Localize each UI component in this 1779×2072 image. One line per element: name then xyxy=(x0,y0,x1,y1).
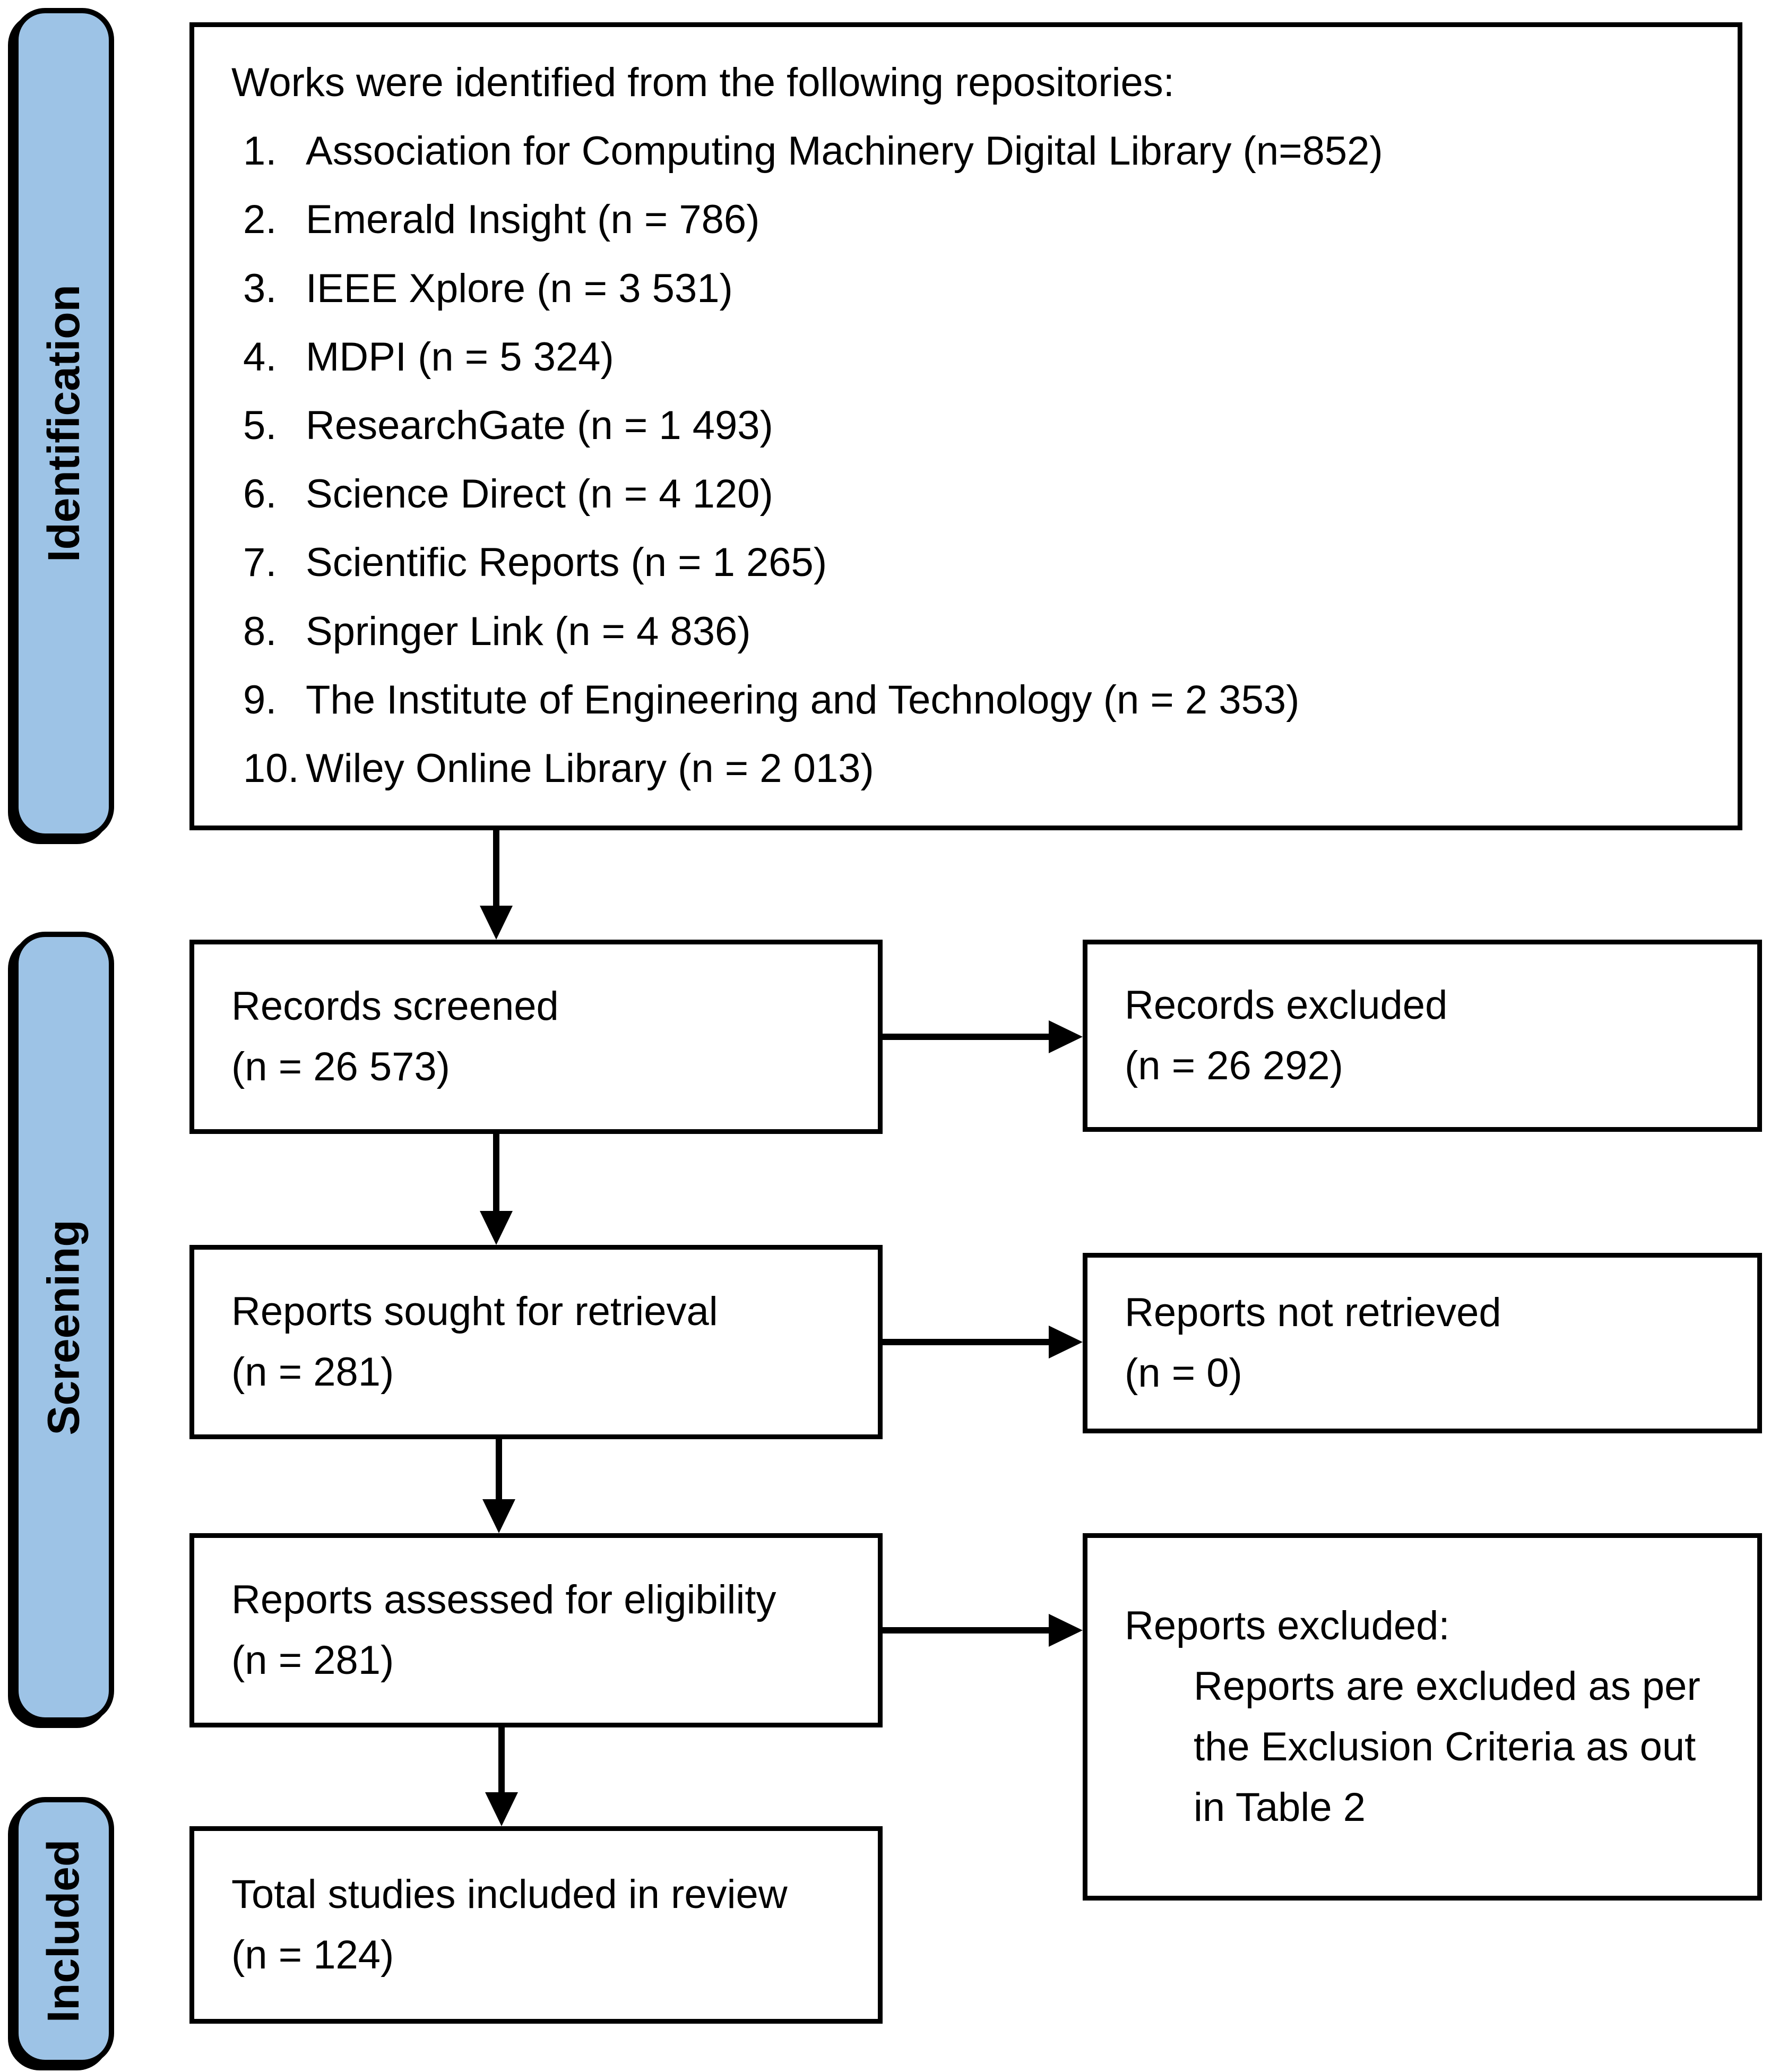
source-number: 6. xyxy=(243,471,277,517)
source-item: 9. The Institute of Engineering and Tech… xyxy=(231,666,1700,734)
reports-assessed-label: Reports assessed for eligibility xyxy=(231,1577,776,1622)
source-number: 7. xyxy=(243,540,277,586)
source-text: Scientific Reports (n = 1 265) xyxy=(306,540,827,586)
total-included-label: Total studies included in review xyxy=(231,1872,788,1917)
arrow-assessed-to-included xyxy=(498,1727,505,1794)
arrow-identification-to-screened xyxy=(493,830,499,909)
source-text: ResearchGate (n = 1 493) xyxy=(306,402,773,448)
source-number: 4. xyxy=(243,334,277,380)
reports-excluded-detail: Reports are excluded as per the Exclusio… xyxy=(1194,1664,1700,1830)
source-number: 5. xyxy=(243,402,277,448)
reports-sought-box: Reports sought for retrieval (n = 281) xyxy=(189,1245,883,1439)
source-number: 8. xyxy=(243,608,277,654)
reports-excluded-label: Reports excluded: xyxy=(1125,1603,1450,1648)
reports-sought-label: Reports sought for retrieval xyxy=(231,1289,718,1334)
source-item: 2. Emerald Insight (n = 786) xyxy=(231,185,1700,254)
source-item: 4. MDPI (n = 5 324) xyxy=(231,323,1700,391)
source-number: 10. xyxy=(243,745,299,791)
identification-sources-box: Works were identified from the following… xyxy=(189,22,1742,830)
records-excluded-count: (n = 26 292) xyxy=(1125,1043,1343,1088)
reports-sought-count: (n = 281) xyxy=(231,1349,394,1395)
stage-label-included: Included xyxy=(38,1839,89,2023)
source-text: The Institute of Engineering and Technol… xyxy=(306,677,1300,723)
total-included-count: (n = 124) xyxy=(231,1932,394,1978)
source-item: 5. ResearchGate (n = 1 493) xyxy=(231,391,1700,460)
source-text: Association for Computing Machinery Digi… xyxy=(306,128,1383,174)
records-excluded-box: Records excluded (n = 26 292) xyxy=(1083,940,1762,1132)
arrow-assessed-to-reports-excluded xyxy=(883,1627,1050,1633)
arrowhead-screened-to-sought xyxy=(480,1211,513,1245)
source-item: 1. Association for Computing Machinery D… xyxy=(231,117,1700,185)
arrowhead-identification-to-screened xyxy=(480,906,513,940)
source-item: 8. Springer Link (n = 4 836) xyxy=(231,597,1700,666)
source-text: Science Direct (n = 4 120) xyxy=(306,471,773,517)
reports-assessed-box: Reports assessed for eligibility (n = 28… xyxy=(189,1533,883,1727)
source-text: IEEE Xplore (n = 3 531) xyxy=(306,265,733,311)
records-excluded-label: Records excluded xyxy=(1125,983,1448,1028)
source-text: MDPI (n = 5 324) xyxy=(306,334,614,380)
arrow-sought-to-assessed xyxy=(496,1439,502,1501)
source-item: 10. Wiley Online Library (n = 2 013) xyxy=(231,734,1700,803)
total-included-box: Total studies included in review (n = 12… xyxy=(189,1826,883,2024)
arrow-screened-to-sought xyxy=(493,1134,499,1213)
source-item: 6. Science Direct (n = 4 120) xyxy=(231,460,1700,528)
source-text: Wiley Online Library (n = 2 013) xyxy=(306,745,874,791)
records-screened-count: (n = 26 573) xyxy=(231,1044,450,1089)
arrowhead-sought-to-assessed xyxy=(482,1499,515,1533)
arrowhead-screened-to-excluded xyxy=(1049,1020,1083,1053)
reports-excluded-box: Reports excluded: Reports are excluded a… xyxy=(1083,1533,1762,1901)
stage-label-identification: Identification xyxy=(38,285,89,562)
source-text: Emerald Insight (n = 786) xyxy=(306,197,760,243)
reports-not-retrieved-label: Reports not retrieved xyxy=(1125,1290,1501,1335)
source-number: 3. xyxy=(243,265,277,311)
stage-label-screening: Screening xyxy=(38,1219,89,1435)
arrow-screened-to-excluded xyxy=(883,1034,1050,1040)
source-number: 2. xyxy=(243,197,277,243)
records-screened-label: Records screened xyxy=(231,984,559,1029)
records-screened-box: Records screened (n = 26 573) xyxy=(189,940,883,1134)
reports-assessed-count: (n = 281) xyxy=(231,1638,394,1683)
arrow-sought-to-not-retrieved xyxy=(883,1339,1050,1345)
sources-intro: Works were identified from the following… xyxy=(231,60,1175,105)
stage-pill-screening: Screening xyxy=(13,932,114,1723)
source-item: 3. IEEE Xplore (n = 3 531) xyxy=(231,254,1700,323)
reports-not-retrieved-count: (n = 0) xyxy=(1125,1351,1242,1396)
arrowhead-sought-to-not-retrieved xyxy=(1049,1326,1083,1359)
source-number: 9. xyxy=(243,677,277,723)
stage-pill-included: Included xyxy=(13,1797,114,2065)
stage-pill-identification: Identification xyxy=(13,8,114,839)
arrowhead-assessed-to-included xyxy=(485,1792,518,1826)
source-text: Springer Link (n = 4 836) xyxy=(306,608,751,654)
arrowhead-assessed-to-reports-excluded xyxy=(1049,1614,1083,1647)
source-number: 1. xyxy=(243,128,277,174)
reports-not-retrieved-box: Reports not retrieved (n = 0) xyxy=(1083,1253,1762,1433)
source-item: 7. Scientific Reports (n = 1 265) xyxy=(231,528,1700,597)
